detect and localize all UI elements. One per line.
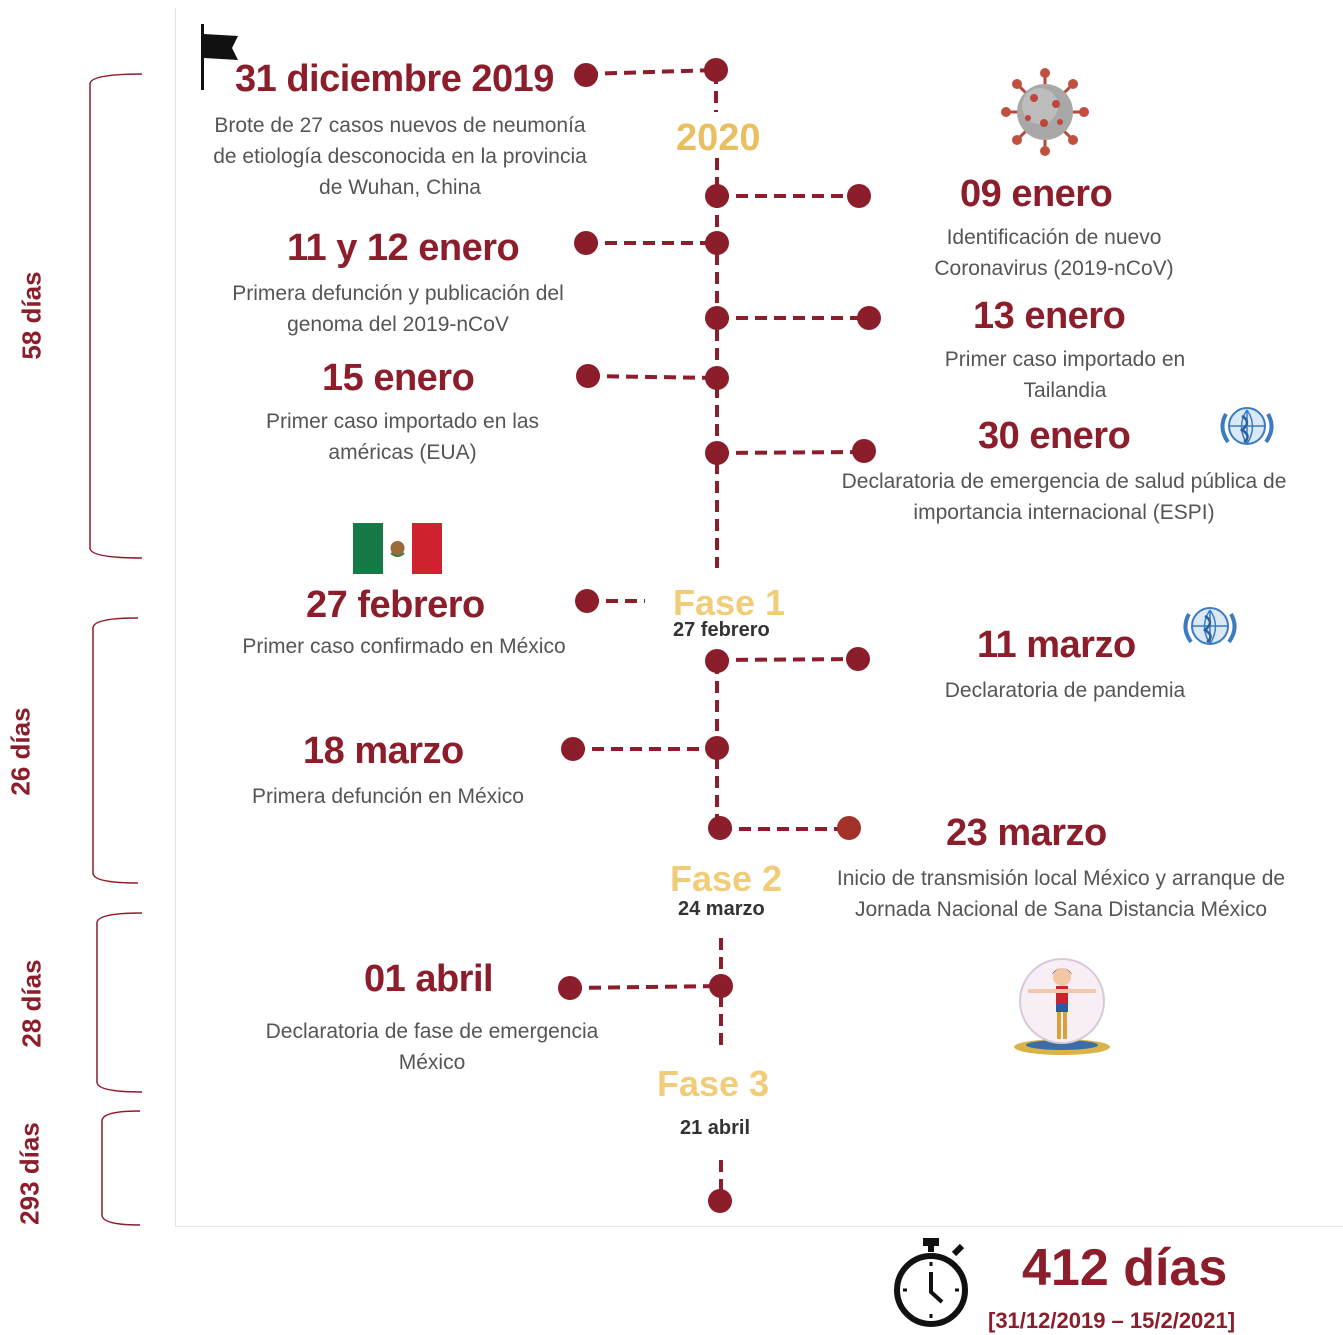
event-date-ene15: 15 enero <box>322 357 475 399</box>
phase-2-date: 24 marzo <box>678 898 765 920</box>
dot-spine-abr01 <box>709 974 733 998</box>
dot-left-ene11 <box>574 231 598 255</box>
dot-spine-dic31 <box>704 58 728 82</box>
event-desc-mar23: Inicio de transmisión local México y arr… <box>836 867 1286 921</box>
dot-right-ene13 <box>857 306 881 330</box>
dot-right-ene30 <box>852 439 876 463</box>
who-logo-icon <box>1220 407 1274 445</box>
year-label: 2020 <box>676 117 761 159</box>
event-date-mar23: 23 marzo <box>946 812 1107 854</box>
dot-spine-ene11 <box>705 231 729 255</box>
event-date-ene30: 30 enero <box>978 415 1131 457</box>
event-desc-ene09: Identificación de nuevo Coronavirus (201… <box>934 226 1174 280</box>
dot-right-mar11 <box>846 647 870 671</box>
dot-left-ene15 <box>576 364 600 388</box>
dot-spine-ene30 <box>705 441 729 465</box>
phase-3-date: 21 abril <box>680 1117 751 1139</box>
stopwatch-icon <box>894 1238 968 1327</box>
bracket-28 <box>96 912 143 1093</box>
period-26-days: 26 días <box>5 707 36 796</box>
event-date-ene09: 09 enero <box>960 173 1113 215</box>
phase-1-date: 27 febrero <box>673 619 770 641</box>
phase-2-label: Fase 2 <box>670 858 783 899</box>
event-desc-ene30: Declaratoria de emergencia de salud públ… <box>841 470 1287 524</box>
dot-spine-ene15 <box>705 366 729 390</box>
event-desc-abr01: Declaratoria de fase de emergencia Méxic… <box>265 1020 599 1074</box>
dot-left-feb27 <box>575 589 599 613</box>
dot-end <box>708 1189 732 1213</box>
event-date-mar11: 11 marzo <box>977 624 1136 666</box>
sana-distancia-icon <box>1014 958 1110 1055</box>
bracket-293 <box>101 1110 141 1226</box>
dot-spine-ene13 <box>705 306 729 330</box>
conn-dic31 <box>585 68 717 76</box>
event-date-mar18: 18 marzo <box>303 730 464 772</box>
dot-right-mar23 <box>837 816 861 840</box>
conn-ene15 <box>587 374 718 380</box>
bracket-58 <box>89 73 143 559</box>
event-desc-ene11: Primera defunción y publicación del geno… <box>232 282 564 336</box>
flag-icon <box>201 24 238 90</box>
period-293-days: 293 días <box>14 1122 45 1225</box>
event-date-ene11: 11 y 12 enero <box>287 227 520 269</box>
dot-spine-ene09 <box>705 184 729 208</box>
event-desc-feb27: Primer caso confirmado en México <box>242 635 566 658</box>
dot-left-dic31 <box>574 63 598 87</box>
mexico-flag-icon <box>353 523 442 574</box>
dot-left-mar18 <box>561 737 585 761</box>
dot-right-ene09 <box>847 184 871 208</box>
dot-spine-mar18 <box>705 736 729 760</box>
who-logo-icon <box>1183 607 1237 645</box>
conn-ene30 <box>716 450 865 455</box>
phase-3-label: Fase 3 <box>657 1063 770 1104</box>
period-28-days: 28 días <box>16 959 47 1048</box>
bracket-26 <box>92 617 139 884</box>
dot-left-abr01 <box>558 976 582 1000</box>
event-desc-dic31: Brote de 27 casos nuevos de neumonía de … <box>213 114 587 199</box>
event-date-dic31: 31 diciembre 2019 <box>235 58 554 100</box>
conn-abr01 <box>569 984 722 990</box>
dot-spine-mar11 <box>705 649 729 673</box>
timeline-panel <box>175 8 1343 1227</box>
total-days: 412 días <box>1022 1239 1228 1297</box>
conn-mar11 <box>716 657 859 662</box>
event-desc-ene13: Primer caso importado en Tailandia <box>944 348 1186 402</box>
event-desc-mar18: Primera defunción en México <box>252 785 524 808</box>
coronavirus-icon <box>1001 68 1089 156</box>
event-desc-ene15: Primer caso importado en las américas (E… <box>265 410 540 464</box>
dot-spine-mar23 <box>708 816 732 840</box>
date-range: [31/12/2019 – 15/2/2021] <box>988 1308 1236 1333</box>
period-58-days: 58 días <box>16 271 47 360</box>
event-date-abr01: 01 abril <box>364 958 494 1000</box>
phase-1-label: Fase 1 <box>673 582 786 623</box>
event-date-ene13: 13 enero <box>973 295 1126 337</box>
event-date-feb27: 27 febrero <box>306 584 485 626</box>
event-desc-mar11: Declaratoria de pandemia <box>944 679 1186 702</box>
